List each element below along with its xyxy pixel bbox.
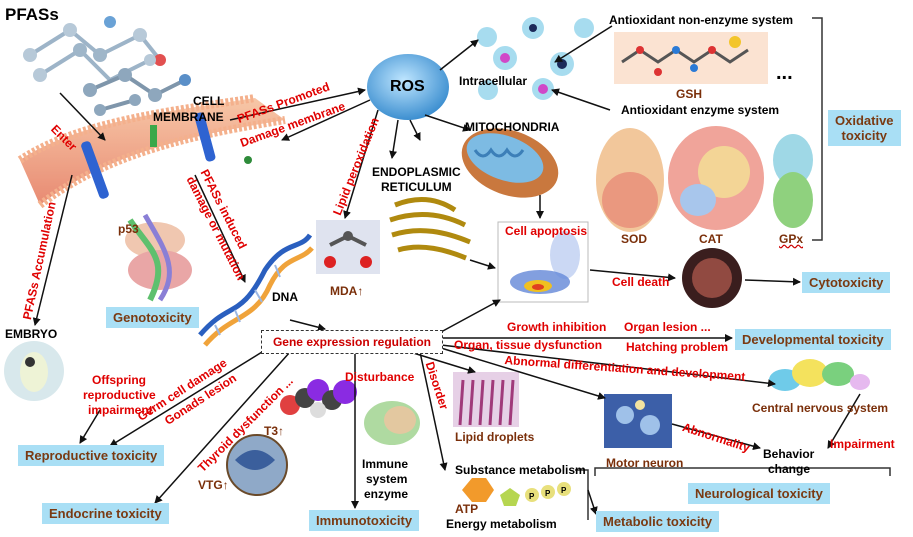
immune-label-1: Immune [362,457,409,471]
metabolic-toxicity-box: Metabolic toxicity [596,511,720,532]
flow-arrows [32,25,861,515]
offspring-label-3: impairment [88,403,153,417]
vtg-image [226,434,288,496]
motor-neuron-image [604,394,672,448]
mitochondria-image [461,128,559,198]
atp-molecule-image: P P P [462,478,571,506]
cell-apoptosis-label: Cell apoptosis [505,224,588,238]
t3-label: T3↑ [264,424,285,438]
p53-label: p53 [118,222,139,236]
cns-label: Central nervous system [752,401,889,415]
gpx-protein-image [773,134,813,228]
substance-metabolism-label: Substance metabolism [455,463,586,477]
developmental-toxicity-box: Developmental toxicity [735,329,891,350]
atp-label: ATP [455,502,479,516]
oxidative-toxicity-box: Oxidative toxicity [828,110,901,146]
ellipsis-label: ... [776,62,793,84]
behavior-label-1: Behavior [763,447,815,461]
vtg-label: VTG↑ [198,478,229,492]
reproductive-toxicity-box: Reproductive toxicity [18,445,165,466]
cell-membrane-image [17,94,286,209]
impairment-label: Impairment [830,437,895,451]
oxidative-toxicity-line-2: toxicity [841,128,888,143]
intracellular-particles [477,17,594,100]
endocrine-toxicity-box: Endocrine toxicity [42,503,169,524]
ros-node [367,54,449,120]
gsh-label: GSH [676,87,703,101]
behavior-label-2: change [768,462,811,476]
organ-tissue-dysfunction-label: Organ, tissue dysfunction [454,338,603,352]
cytotoxicity-box: Cytotoxicity [802,272,891,293]
intracellular-label: Intracellular [459,74,528,88]
pfas-molecule-image [23,16,191,116]
offspring-label-1: Offspring [92,373,146,387]
lipid-droplets-image [453,372,519,427]
dna-helix-image [198,233,314,347]
embryo-label: EMBRYO [5,327,58,341]
energy-metabolism-label: Energy metabolism [446,517,557,531]
immunotoxicity-box: Immunotoxicity [309,510,420,531]
gene-expression-regulation-node: Gene expression regulation [261,330,443,354]
svg-text:P: P [561,486,567,495]
organ-lesion-label: Organ lesion ... [624,320,711,334]
mitochondria-label: MITOCHONDRIA [465,120,560,134]
ros-label: ROS [390,78,425,95]
offspring-label-2: reproductive [83,388,156,402]
motor-neuron-label: Motor neuron [606,456,684,470]
neurological-toxicity-box: Neurological toxicity [688,483,830,504]
central-nervous-system-image [769,359,870,391]
diagram-title: PFASs [5,5,59,24]
hatching-problem-label: Hatching problem [626,340,729,354]
gpx-label: GPx [779,232,804,246]
growth-inhibition-label: Growth inhibition [507,320,607,334]
mda-label: MDA↑ [330,284,364,298]
gsh-molecule-image [614,32,768,84]
er-label-2: RETICULUM [381,180,452,194]
embryo-image [4,341,64,401]
immune-label-2: system [366,472,408,486]
genotoxicity-box: Genotoxicity [106,307,199,328]
immune-enzyme-image [364,401,420,445]
immune-label-3: enzyme [364,487,409,501]
dna-label: DNA [272,290,298,304]
p53-protein-image [125,213,192,302]
svg-text:P: P [529,492,535,501]
svg-text:P: P [545,489,551,498]
cell-membrane-label-1: CELL [193,94,225,108]
cell-membrane-label-2: MEMBRANE [153,110,224,124]
oxidative-toxicity-line-1: Oxidative [835,113,894,128]
t3-molecule-image [280,379,357,418]
cell-death-label: Cell death [612,275,670,289]
disturbance-label: Disturbance [345,370,415,384]
endoplasmic-reticulum-image [389,197,471,261]
sod-label: SOD [621,232,648,246]
mda-molecule-image [316,220,380,274]
lipid-droplets-label: Lipid droplets [455,430,535,444]
sod-protein-image [596,128,664,232]
cat-label: CAT [699,232,723,246]
antioxidant-enzyme-label: Antioxidant enzyme system [621,103,780,117]
cell-apoptosis-plot [497,221,589,303]
cat-protein-image [668,126,764,230]
antioxidant-nonenzyme-label: Antioxidant non-enzyme system [609,13,794,27]
er-label-1: ENDOPLASMIC [372,165,461,179]
